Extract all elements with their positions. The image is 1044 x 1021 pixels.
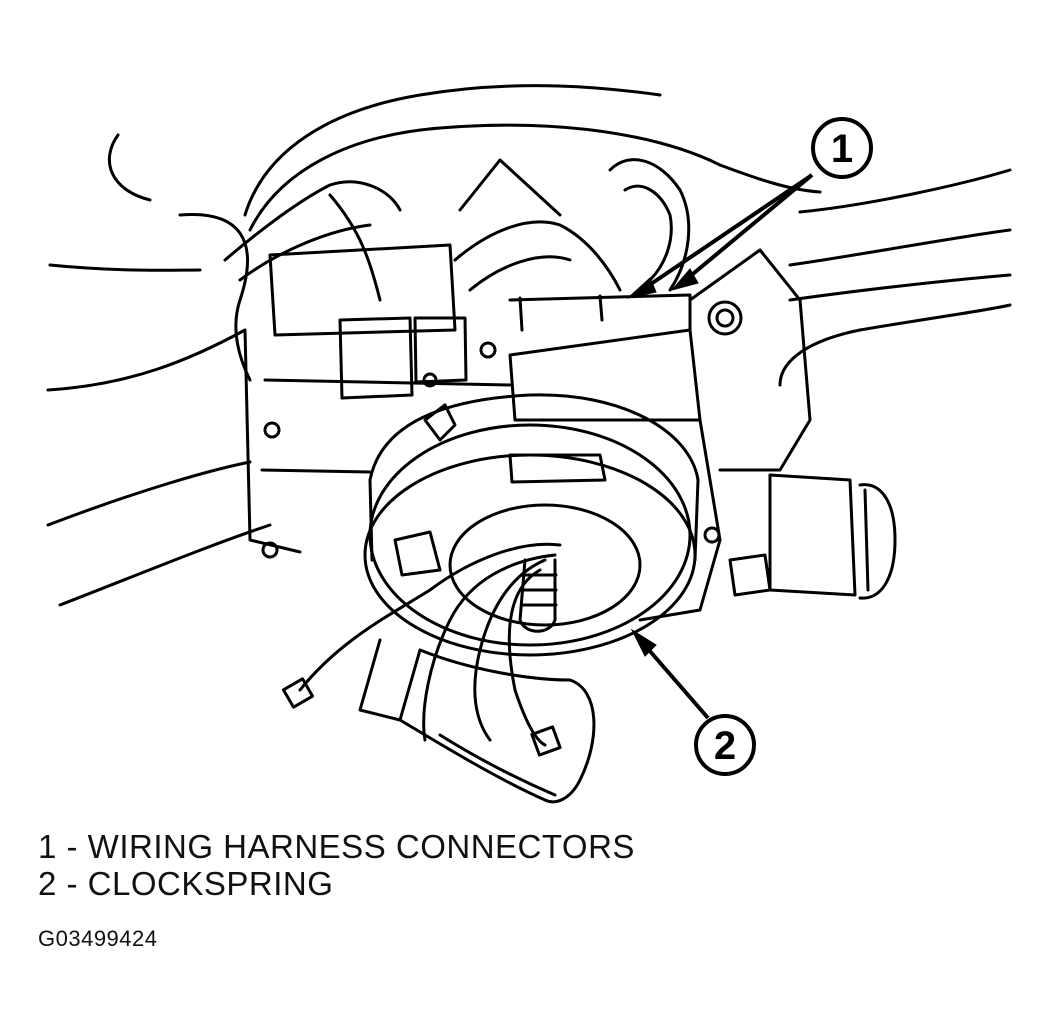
tilt-lever-connector [728, 473, 897, 600]
legend-item-1: 1 - WIRING HARNESS CONNECTORS [38, 828, 635, 865]
callout-2: 2 [694, 714, 756, 776]
callout-2-leader [630, 628, 710, 720]
multifunction-switch-housing [243, 243, 812, 622]
upper-wiring-bundle [223, 158, 691, 302]
steering-shaft [518, 558, 558, 633]
clockspring-pigtail-wires [281, 542, 562, 757]
figure-id: G03499424 [38, 926, 158, 951]
callout-2-number: 2 [714, 724, 736, 768]
callout-1-number: 1 [831, 127, 853, 171]
legend-item-2: 2 - CLOCKSPRING [38, 865, 334, 902]
clockspring-ring [363, 393, 700, 657]
callout-1-leader [626, 173, 814, 299]
column-shroud [46, 84, 1012, 607]
callout-1: 1 [811, 117, 873, 179]
lower-connector-bracket [358, 638, 596, 804]
clockspring-illustration: 1 2 [46, 84, 1012, 804]
legend: 1 - WIRING HARNESS CONNECTORS 2 - CLOCKS… [38, 828, 635, 902]
